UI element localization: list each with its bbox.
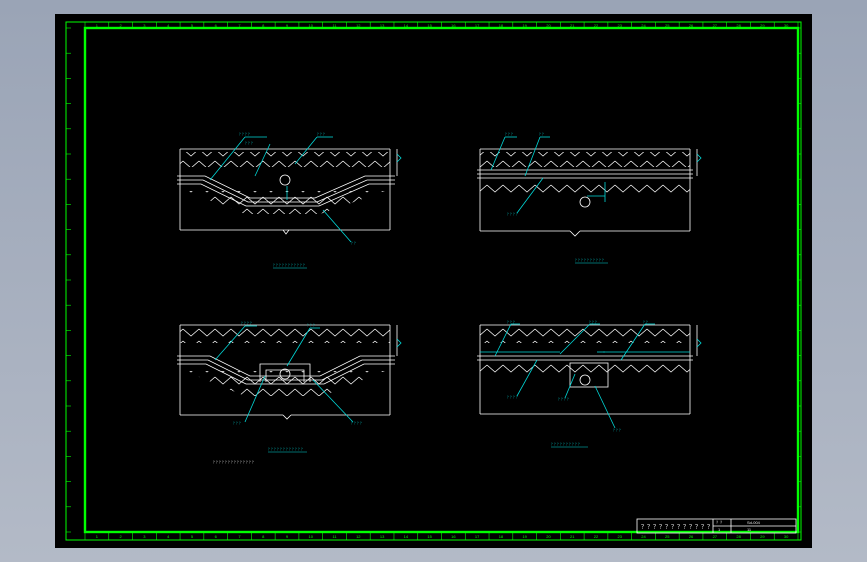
ruler-top-label: 13 (380, 23, 385, 28)
outer-border (65, 21, 802, 541)
section-4-label-2: ？？？ (589, 320, 598, 324)
ruler-bottom-label: 25 (665, 534, 670, 539)
ruler-top-label: 6 (215, 23, 218, 28)
section-1-label-1: ？？？？ (239, 132, 251, 136)
ruler-top-label: 18 (499, 23, 504, 28)
ruler-top-label: 25 (665, 23, 670, 28)
ruler-bottom-label: 28 (736, 534, 741, 539)
title-block[interactable] (636, 518, 797, 534)
ruler-top-label: 14 (404, 23, 409, 28)
title-block-cell-4: 11 (747, 527, 752, 532)
title-block-cell-2: Sd-004 (747, 520, 761, 525)
ruler-top-label: 19 (522, 23, 527, 28)
ruler-bottom-label: 6 (215, 534, 218, 539)
ruler-top-label: 1 (96, 23, 99, 28)
section-4-label-4: ？？？？ (507, 395, 519, 399)
section-3-label-1: ？？？？ (241, 321, 253, 325)
section-1-label-2: ？？？ (317, 132, 326, 136)
ruler-bottom-label: 30 (784, 534, 789, 539)
ruler-bottom-label: 19 (522, 534, 527, 539)
ruler-top-label: 24 (641, 23, 646, 28)
section-1-caption: ？？？？？？？？？？？ (273, 263, 306, 267)
ruler-top-label: 9 (286, 23, 289, 28)
section-4-caption: ？？？？？？？？？？ (551, 442, 581, 446)
ruler-top-label: 3 (143, 23, 146, 28)
title-block-cell-3: 1 (718, 527, 721, 532)
section-2[interactable] (477, 136, 702, 237)
ruler-top-label: 5 (191, 23, 194, 28)
section-2-label-1: ？？？ (505, 132, 514, 136)
ruler-top-label: 29 (760, 23, 765, 28)
ruler-top-label: 7 (238, 23, 241, 28)
ruler-bottom-label: 10 (309, 534, 314, 539)
ruler-top-label: 12 (356, 23, 361, 28)
section-4[interactable] (477, 323, 702, 429)
ruler-bottom-label: 29 (760, 534, 765, 539)
section-2-label-2: ？？ (539, 132, 545, 136)
ruler-top-label: 10 (309, 23, 314, 28)
ruler-top-label: 27 (713, 23, 718, 28)
ruler-top-label: 28 (736, 23, 741, 28)
ruler-bottom-label: 8 (262, 534, 265, 539)
ruler-top-label: 30 (784, 23, 789, 28)
ruler-top-label: 20 (546, 23, 551, 28)
section-1-label-4: ？？ (351, 241, 357, 245)
ruler-bottom-label: 12 (356, 534, 361, 539)
ruler-ticks (66, 22, 801, 540)
section-1-label-3: ？？？ (245, 141, 254, 145)
ruler-top-label: 23 (618, 23, 623, 28)
ruler-top-label: 15 (427, 23, 432, 28)
ruler-bottom-label: 26 (689, 534, 694, 539)
section-4-label-5: ？？？？ (558, 397, 570, 401)
ruler-bottom-label: 7 (238, 534, 241, 539)
ruler-bottom-label: 21 (570, 534, 575, 539)
ruler-bottom-label: 16 (451, 534, 456, 539)
section-2-label-3: ？？？？ (507, 212, 519, 216)
ruler-bottom-label: 3 (143, 534, 146, 539)
section-4-label-6: ？？？ (613, 428, 622, 432)
ruler-bottom-label: 15 (427, 534, 432, 539)
section-3-label-3: ？？？ (233, 421, 242, 425)
section-4-label-1: ？？？ (507, 320, 516, 324)
title-block-cell-1: ？？ (716, 520, 724, 525)
ruler-bottom-label: 5 (191, 534, 194, 539)
ruler-bottom-label: 18 (499, 534, 504, 539)
ruler-top-label: 8 (262, 23, 265, 28)
section-3-caption: ？？？？？？？？？？？？ (268, 447, 304, 451)
ruler-top-label: 17 (475, 23, 480, 28)
section-1[interactable] (177, 136, 402, 243)
section-3-label-4: ？？？？ (351, 421, 363, 425)
ruler-bottom-label: 20 (546, 534, 551, 539)
ruler-top-label: 26 (689, 23, 694, 28)
ruler-top-label: 11 (332, 23, 337, 28)
ruler-bottom-label: 23 (618, 534, 623, 539)
ruler-top-label: 16 (451, 23, 456, 28)
ruler-bottom-label: 14 (404, 534, 409, 539)
ruler-bottom-label: 1 (96, 534, 99, 539)
ruler-bottom-label: 2 (120, 534, 123, 539)
ruler-bottom-label: 13 (380, 534, 385, 539)
drawing-note: ？？？？？？？？？？？？？？ (213, 460, 255, 464)
inner-border (83, 26, 800, 534)
section-3-label-2: ？？？ (307, 323, 316, 327)
ruler-top-label: 22 (594, 23, 599, 28)
ruler-bottom-label: 27 (713, 534, 718, 539)
ruler-top-label: 21 (570, 23, 575, 28)
section-4-label-3: ？？ (643, 320, 649, 324)
ruler-bottom-label: 9 (286, 534, 289, 539)
ruler-top-label: 4 (167, 23, 170, 28)
ruler-bottom-label: 17 (475, 534, 480, 539)
ruler-bottom-label: 11 (332, 534, 337, 539)
ruler-bottom-label: 4 (167, 534, 170, 539)
ruler-bottom-label: 24 (641, 534, 646, 539)
ruler-top-label: 2 (120, 23, 123, 28)
section-3[interactable] (177, 324, 402, 423)
title-block-title: ？？？？？？？？？？？？ (641, 524, 713, 531)
ruler-bottom-label: 22 (594, 534, 599, 539)
section-2-caption: ？？？？？？？？？？ (575, 258, 605, 262)
